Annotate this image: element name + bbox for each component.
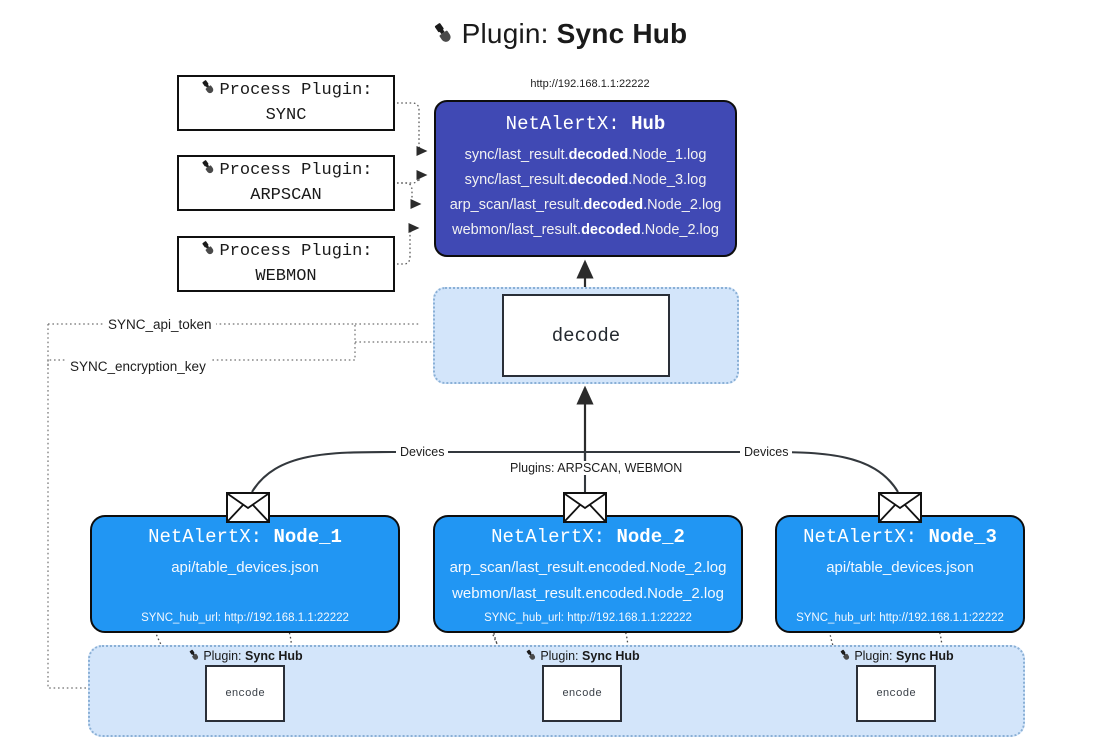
node-row: webmon/last_result.encoded.Node_2.log — [452, 585, 724, 602]
hub-node[interactable]: NetAlertX: Hub sync/last_result.decoded.… — [434, 100, 737, 257]
plug-icon — [838, 648, 852, 665]
hub-title: NetAlertX: Hub — [436, 113, 735, 135]
hub-url: http://192.168.1.1:22222 — [530, 78, 650, 90]
node-row: api/table_devices.json — [171, 559, 319, 576]
node-footer-hub-url: SYNC_hub_url: http://192.168.1.1:22222 — [796, 612, 1004, 624]
encode-group-node-1: Plugin: Sync Hub encode — [155, 645, 335, 737]
node-box-node-2[interactable]: NetAlertX: Node_2 arp_scan/last_result.e… — [433, 515, 743, 633]
plug-icon — [524, 648, 538, 665]
node-row-list: api/table_devices.json — [92, 555, 398, 581]
hub-title-prefix: NetAlertX: — [505, 113, 620, 135]
hub-title-name: Hub — [631, 113, 666, 135]
plug-icon — [430, 20, 456, 53]
edge-label-devices-right: Devices — [740, 445, 793, 459]
node-box-node-1[interactable]: NetAlertX: Node_1 api/table_devices.json… — [90, 515, 400, 633]
edge-label-devices-left: Devices — [396, 445, 449, 459]
process-plugin-prefix: Process Plugin: — [219, 81, 373, 101]
envelope-icon — [563, 492, 607, 523]
encode-plugin-label: Plugin: Sync Hub — [806, 648, 986, 665]
hub-log-line: arp_scan/last_result.decoded.Node_2.log — [449, 197, 722, 213]
node-title: NetAlertX: Node_3 — [803, 526, 997, 548]
encode-box[interactable]: encode — [205, 665, 285, 722]
node-row: api/table_devices.json — [826, 559, 974, 576]
hub-log-line: sync/last_result.decoded.Node_3.log — [464, 172, 707, 188]
node-row-list: api/table_devices.json — [777, 555, 1023, 581]
hub-log-line: sync/last_result.decoded.Node_1.log — [464, 147, 707, 163]
plug-icon — [187, 648, 201, 665]
process-plugin-box-sync[interactable]: Process Plugin: SYNC — [177, 75, 395, 131]
node-footer-hub-url: SYNC_hub_url: http://192.168.1.1:22222 — [484, 612, 692, 624]
node-box-node-3[interactable]: NetAlertX: Node_3 api/table_devices.json… — [775, 515, 1025, 633]
node-row: arp_scan/last_result.encoded.Node_2.log — [449, 559, 727, 576]
title-prefix: Plugin: — [461, 18, 549, 49]
sync-api-token-label: SYNC_api_token — [104, 317, 216, 332]
process-plugin-name: ARPSCAN — [250, 186, 322, 205]
encode-box[interactable]: encode — [542, 665, 622, 722]
encode-plugin-label: Plugin: Sync Hub — [155, 648, 335, 665]
process-plugin-name: WEBMON — [255, 267, 317, 286]
node-footer-hub-url: SYNC_hub_url: http://192.168.1.1:22222 — [141, 612, 349, 624]
title-name: Sync Hub — [556, 18, 688, 49]
encode-plugin-label: Plugin: Sync Hub — [492, 648, 672, 665]
page-title: Plugin: Sync Hub — [0, 18, 1117, 53]
decode-box[interactable]: decode — [502, 294, 670, 377]
process-plugin-box-webmon[interactable]: Process Plugin: WEBMON — [177, 236, 395, 292]
encode-box[interactable]: encode — [856, 665, 936, 722]
process-plugin-box-arpscan[interactable]: Process Plugin: ARPSCAN — [177, 155, 395, 211]
plug-icon — [199, 158, 217, 185]
envelope-icon — [878, 492, 922, 523]
envelope-icon — [226, 492, 270, 523]
edge-label-plugins: Plugins: ARPSCAN, WEBMON — [506, 461, 687, 475]
hub-log-line: webmon/last_result.decoded.Node_2.log — [452, 222, 719, 238]
encode-group-node-3: Plugin: Sync Hub encode — [806, 645, 986, 737]
sync-encryption-key-label: SYNC_encryption_key — [66, 359, 210, 374]
process-plugin-prefix: Process Plugin: — [219, 242, 373, 262]
hub-log-list: sync/last_result.decoded.Node_1.log sync… — [436, 143, 735, 243]
node-title: NetAlertX: Node_2 — [491, 526, 685, 548]
plug-icon — [199, 78, 217, 105]
process-plugin-name: SYNC — [265, 106, 307, 125]
process-plugin-prefix: Process Plugin: — [219, 161, 373, 181]
node-title: NetAlertX: Node_1 — [148, 526, 342, 548]
plug-icon — [199, 239, 217, 266]
node-row-list: arp_scan/last_result.encoded.Node_2.log … — [435, 555, 741, 607]
encode-group-node-2: Plugin: Sync Hub encode — [492, 645, 672, 737]
